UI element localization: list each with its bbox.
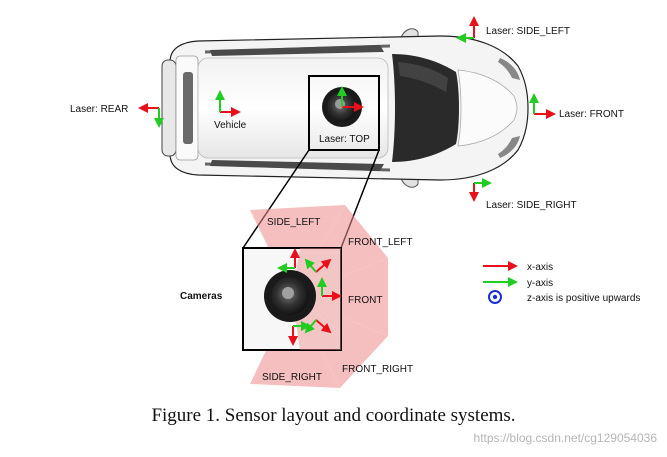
laser-top-axes [337, 86, 364, 112]
camera-front-label: FRONT [348, 295, 382, 306]
laser-rear-axes [138, 103, 164, 128]
laser-front-label: Laser: FRONT [559, 109, 624, 120]
axis-legend: x-axis y-axis z-axis is positive upwards [483, 261, 640, 304]
laser-top-box [308, 75, 380, 151]
legend-z-label: z-axis is positive upwards [527, 293, 640, 304]
camera-axes [277, 248, 342, 346]
legend-y-label: y-axis [527, 278, 553, 289]
laser-side-right-label: Laser: SIDE_RIGHT [486, 200, 577, 211]
laser-top-label: Laser: TOP [319, 134, 370, 145]
laser-side-left-axes [456, 16, 479, 43]
vehicle-label: Vehicle [214, 120, 247, 131]
laser-side-right-axes [469, 178, 492, 202]
legend-z-icon [488, 290, 502, 304]
camera-side-right-label: SIDE_RIGHT [262, 372, 322, 383]
cameras-title: Cameras [180, 291, 223, 302]
camera-front-right-label: FRONT_RIGHT [342, 364, 413, 375]
camera-rig [264, 270, 316, 322]
laser-front-axes [529, 93, 556, 119]
figure-caption: Figure 1. Sensor layout and coordinate s… [151, 405, 516, 426]
vehicle-axes [215, 90, 241, 117]
camera-side-left-label: SIDE_LEFT [267, 217, 320, 228]
legend-x-label: x-axis [527, 262, 553, 273]
zoom-line-left [242, 149, 310, 249]
laser-rear-label: Laser: REAR [70, 104, 128, 115]
laser-side-left-label: Laser: SIDE_LEFT [486, 26, 570, 37]
watermark: https://blog.csdn.net/cg129054036 [473, 431, 657, 445]
camera-front-left-label: FRONT_LEFT [348, 237, 412, 248]
